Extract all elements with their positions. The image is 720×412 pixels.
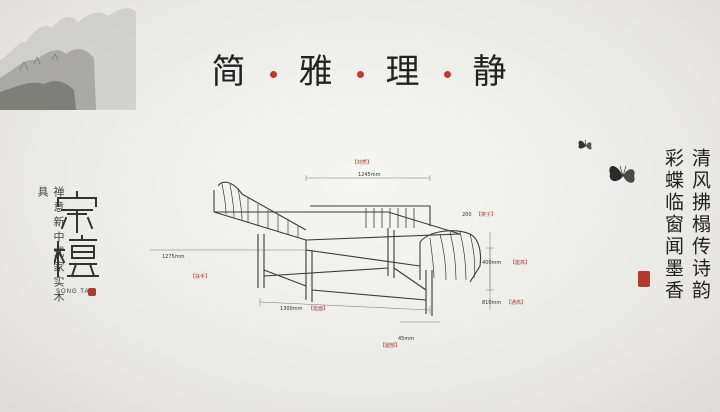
label-seat-height: 【座高】 xyxy=(510,259,530,266)
brand-logo xyxy=(54,191,99,278)
label-side-rail: 【扶手】 xyxy=(190,273,210,280)
dim-length: 1300mm xyxy=(280,306,303,312)
title-char-1: 简 xyxy=(211,52,248,92)
label-overall-height: 【通高】 xyxy=(506,299,526,306)
title-dot xyxy=(443,70,451,78)
title-char-4: 静 xyxy=(472,52,509,92)
title-dot xyxy=(356,70,364,78)
dim-top-width: 1245mm xyxy=(358,172,381,178)
ink-landscape xyxy=(0,8,136,110)
dim-seat-height: 400mm xyxy=(482,260,501,266)
title-dot xyxy=(269,70,277,78)
butterfly-large-icon xyxy=(609,165,635,183)
label-legs: 【腿部】 xyxy=(380,342,400,349)
dim-depth: 1275mm xyxy=(162,254,185,260)
dim-total-height: 810mm xyxy=(482,300,501,306)
poem-line-1: 清风拂榻传诗韵 xyxy=(689,148,711,302)
brand-name: SONG TAN xyxy=(56,289,95,295)
title-char-3: 理 xyxy=(385,52,422,92)
daybed-drawing: 【材质】 1245mm 1275mm 【扶手】 200 【架子】 400mm 【… xyxy=(150,159,530,349)
brand-seal-icon xyxy=(88,288,96,296)
page-title: 简雅理静 xyxy=(0,44,720,93)
poem-seal-icon xyxy=(638,271,650,287)
label-seat: 【座面】 xyxy=(308,305,328,312)
label-material: 【材质】 xyxy=(352,159,372,166)
dim-leg: 45mm xyxy=(398,336,414,342)
poem-line-2: 彩蝶临窗闻墨香 xyxy=(662,148,684,302)
label-frame: 【架子】 xyxy=(476,211,496,218)
butterfly-small-icon xyxy=(578,139,592,150)
dim-rail: 200 xyxy=(462,212,472,218)
title-char-2: 雅 xyxy=(298,52,335,92)
